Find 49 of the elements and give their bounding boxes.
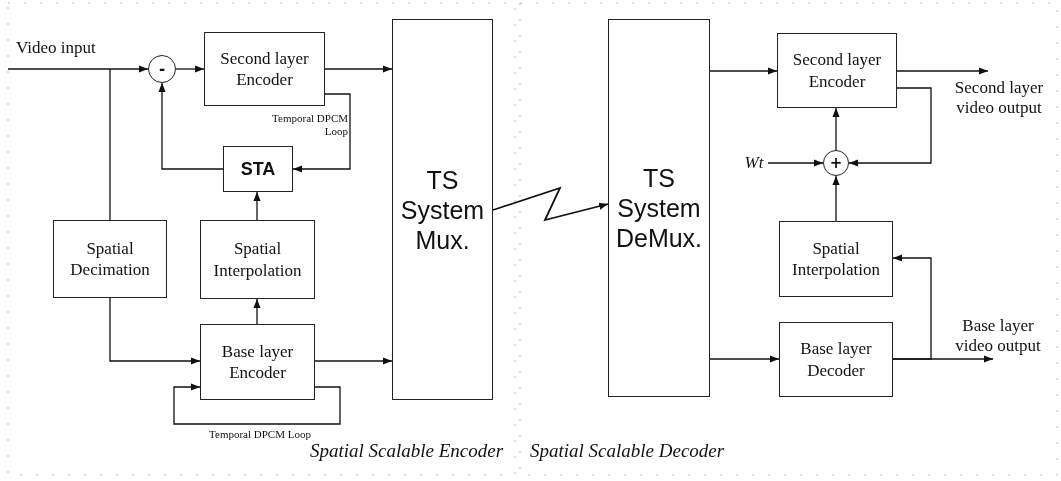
encoder-box — [777, 33, 897, 108]
arrow — [709, 67, 778, 75]
sum-junction: + — [823, 150, 849, 176]
arrow — [158, 82, 224, 170]
decoder-box — [779, 322, 893, 397]
process-box — [779, 221, 893, 297]
process-box — [53, 220, 167, 298]
arrow — [892, 254, 932, 360]
arrow — [709, 355, 780, 363]
arrow — [832, 175, 840, 222]
node-label: Second layer Encoder — [219, 47, 310, 91]
arrow — [896, 67, 989, 75]
edge-label: Second layer video output — [953, 78, 1045, 119]
subtract-junction: - — [148, 55, 176, 83]
process-box — [200, 220, 315, 299]
arrow — [253, 298, 261, 325]
node-label: Base layer Encoder — [220, 340, 295, 384]
arrow — [767, 159, 824, 167]
input-label: Wt — [740, 152, 768, 174]
demultiplexer-box — [608, 19, 710, 397]
node-label: Spatial Interpolation — [791, 237, 881, 281]
arrow — [832, 107, 840, 151]
node-label: TS System Mux. — [399, 164, 486, 255]
arrow — [175, 65, 205, 73]
arrow — [324, 65, 393, 73]
arrow — [314, 357, 393, 365]
arrow — [292, 93, 351, 173]
node-label: Base layer Decoder — [799, 338, 873, 381]
encoder-box — [204, 32, 325, 106]
edge-label: Temporal DPCM Loop — [208, 428, 312, 442]
arrow — [492, 186, 609, 222]
node-label: Spatial Interpolation — [212, 238, 303, 281]
process-box — [223, 146, 293, 192]
node-label: Spatial Decimation — [69, 237, 151, 281]
arrow — [848, 87, 932, 167]
node-label: STA — [240, 157, 276, 181]
arrow — [253, 191, 261, 221]
arrow — [173, 383, 341, 425]
panel-caption: Spatial Scalable Decoder — [530, 440, 725, 462]
panel-caption: Spatial Scalable Encoder — [310, 440, 504, 462]
node-label: Second layer Encoder — [791, 49, 883, 92]
edge-label: Video input — [16, 38, 97, 59]
encoder-box — [200, 324, 315, 400]
arrow — [7, 65, 149, 73]
multiplexer-box — [392, 19, 493, 400]
edge-label: Base layer video output — [954, 316, 1042, 357]
edge-label: Temporal DPCM Loop — [271, 112, 348, 139]
arrow — [109, 297, 201, 365]
node-label: TS System DeMux. — [614, 163, 704, 253]
